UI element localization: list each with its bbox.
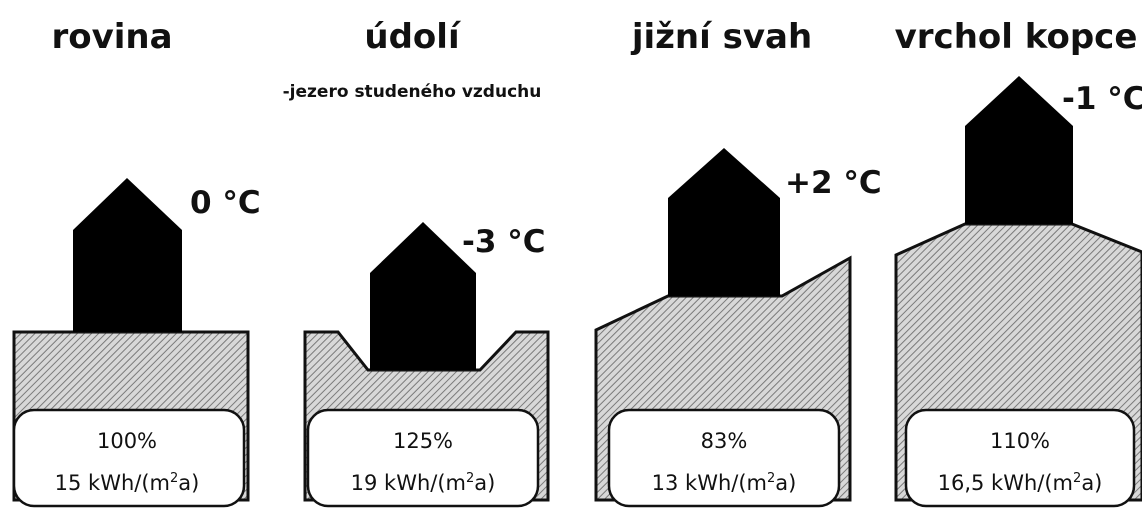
percent-value: 110% — [990, 429, 1050, 453]
panel-title: rovina — [51, 17, 172, 57]
energy-value: 16,5 kWh/(m2a) — [938, 471, 1103, 495]
info-card — [607, 408, 841, 508]
panel-title: údolí — [364, 17, 462, 57]
info-card — [12, 408, 246, 508]
energy-value: 13 kWh/(m2a) — [652, 471, 797, 495]
panel-title: jižní svah — [630, 17, 812, 57]
temperature-label: 0 °C — [190, 185, 261, 221]
panel-rovina: rovina 0 °C 100% 15 kWh/(m2a) — [12, 17, 261, 508]
percent-value: 100% — [97, 429, 157, 453]
house-icon — [73, 178, 182, 332]
info-card — [306, 408, 540, 508]
percent-value: 125% — [393, 429, 453, 453]
panel-udoli: údolí -jezero studeného vzduchu -3 °C 12… — [283, 17, 550, 508]
panel-title: vrchol kopce — [895, 17, 1138, 57]
house-icon — [370, 222, 476, 370]
panel-vrchol-kopce: vrchol kopce -1 °C 110% 16,5 kWh/(m2a) — [894, 17, 1142, 508]
energy-value: 19 kWh/(m2a) — [351, 471, 496, 495]
house-icon — [668, 148, 780, 296]
info-card — [904, 408, 1136, 508]
percent-value: 83% — [701, 429, 748, 453]
energy-value: 15 kWh/(m2a) — [55, 471, 200, 495]
panel-subtitle: -jezero studeného vzduchu — [283, 82, 542, 102]
temperature-label: +2 °C — [785, 165, 882, 201]
temperature-label: -3 °C — [462, 224, 545, 260]
temperature-label: -1 °C — [1062, 81, 1142, 117]
house-icon — [965, 76, 1073, 224]
panel-jizni-svah: jižní svah +2 °C 83% 13 kWh/(m2a) — [594, 17, 882, 508]
